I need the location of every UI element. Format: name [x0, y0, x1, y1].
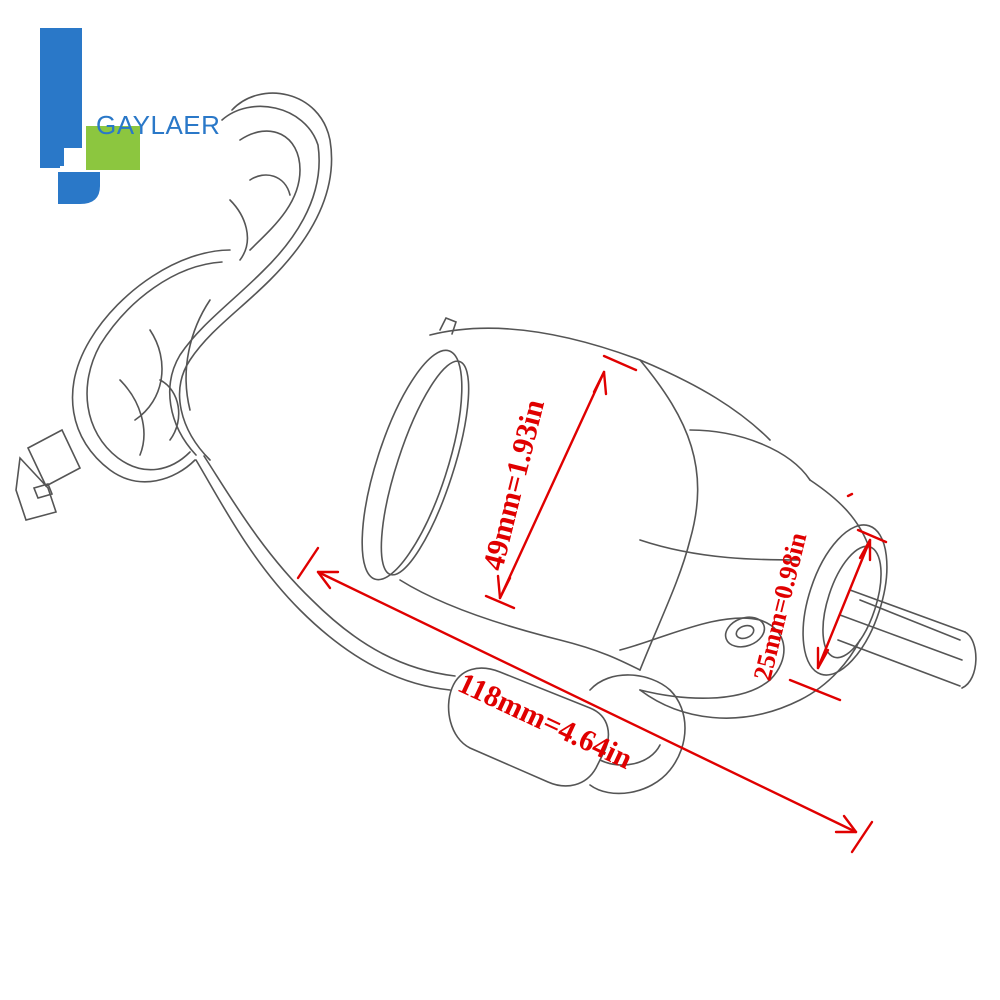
height-tick-bottom — [484, 594, 516, 610]
height-tick-top — [602, 354, 638, 372]
diameter-dimension-line — [816, 538, 872, 670]
length-tick-right — [850, 820, 874, 854]
length-arrow-right — [834, 814, 858, 834]
diameter-arrow-bottom — [816, 646, 830, 670]
height-dimension-line — [498, 370, 606, 600]
height-arrow-bottom — [496, 574, 512, 600]
diameter-tick-bottom — [788, 678, 842, 702]
length-dimension-line — [316, 570, 858, 834]
terminal-boot-sketch — [447, 667, 686, 795]
motor-body-sketch — [361, 316, 977, 719]
diameter-tick-top — [846, 492, 854, 498]
height-dimension-label: 49mm=1.93in — [477, 396, 551, 574]
brand-logo-icon — [40, 28, 140, 204]
diameter-tick-a — [856, 528, 888, 544]
diameter-dimension-label: 25mm=0.98in — [748, 529, 813, 683]
diameter-arrow-top — [858, 538, 872, 562]
length-arrow-left — [316, 570, 340, 590]
brand-name: GAYLAER — [96, 110, 221, 140]
length-tick-left — [296, 546, 320, 580]
height-arrow-top — [592, 370, 608, 396]
dimension-lines — [296, 354, 888, 854]
cable-sketch — [15, 92, 456, 691]
